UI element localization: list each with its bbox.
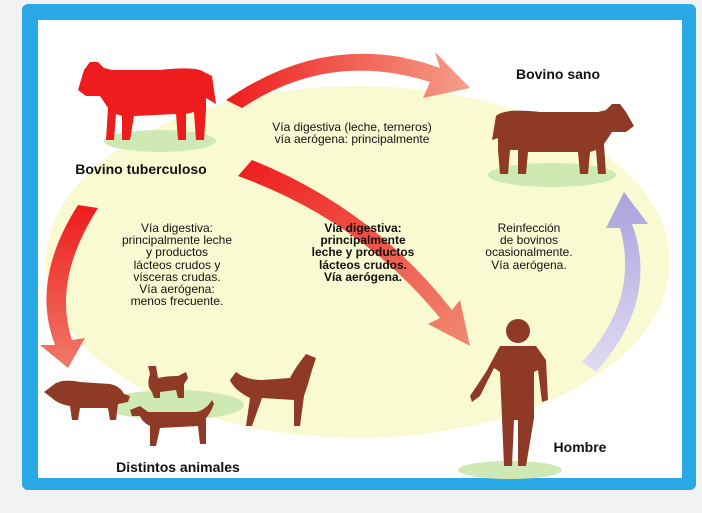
edge-label-cattle-to-human: Vía digestiva: principalmente leche y pr… (294, 222, 432, 283)
edge-label-cattle-to-animals: Vía digestiva: principalmente leche y pr… (96, 222, 258, 308)
animals-label: Distintos animales (90, 460, 266, 474)
human-label: Hombre (540, 440, 620, 454)
edge-label-human-to-cattle: Reinfección de bovinos ocasionalmente. V… (472, 222, 586, 271)
edge-label-cattle-to-cattle: Vía digestiva (leche, terneros) vía aeró… (234, 121, 470, 145)
healthy-cattle-label: Bovino sano (508, 67, 608, 81)
infected-cattle-label: Bovino tuberculoso (46, 162, 236, 176)
